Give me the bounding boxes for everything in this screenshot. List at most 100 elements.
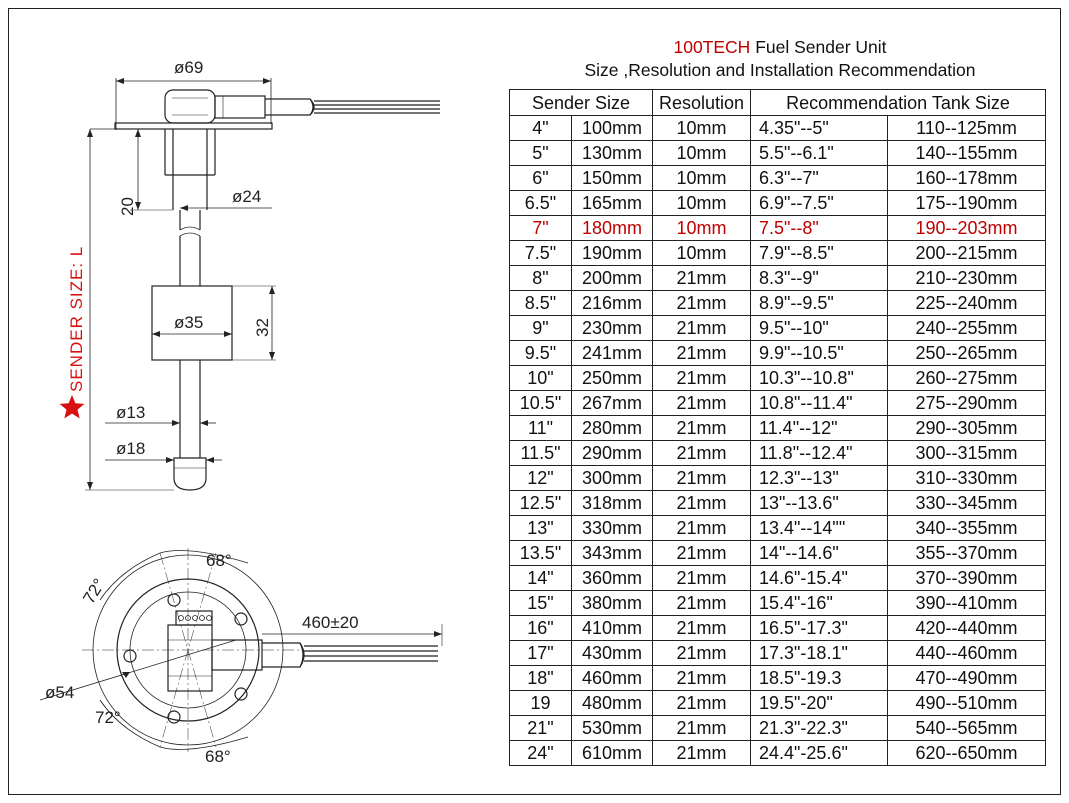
side-view <box>85 78 440 491</box>
cell-size-inch: 7.5" <box>509 240 572 266</box>
cell-tank-mm: 250--265mm <box>887 340 1046 366</box>
cell-tank-mm: 330--345mm <box>887 490 1046 516</box>
angle-left-bottom-label: 72° <box>95 708 121 727</box>
cell-tank-inch: 13.4"--14"" <box>750 515 888 541</box>
dim-end-label: ø18 <box>116 439 145 458</box>
cell-resolution: 21mm <box>652 465 751 491</box>
cell-size-mm: 300mm <box>571 465 653 491</box>
cell-size-mm: 267mm <box>571 390 653 416</box>
cell-size-mm: 343mm <box>571 540 653 566</box>
cell-tank-mm: 490--510mm <box>887 690 1046 716</box>
cell-tank-inch: 8.9"--9.5" <box>750 290 888 316</box>
dim-cable-label: 460±20 <box>302 613 359 632</box>
sender-size-label: SENDER SIZE: L <box>67 246 86 392</box>
cell-resolution: 21mm <box>652 615 751 641</box>
cell-resolution: 10mm <box>652 240 751 266</box>
header-sender-size: Sender Size <box>509 89 653 116</box>
header-recommendation: Recommendation Tank Size <box>750 89 1046 116</box>
cell-size-inch: 13.5" <box>509 540 572 566</box>
cell-tank-inch: 10.3"--10.8" <box>750 365 888 391</box>
cell-size-mm: 460mm <box>571 665 653 691</box>
angle-left-top-label: 72° <box>79 575 109 607</box>
cell-resolution: 21mm <box>652 315 751 341</box>
cell-size-inch: 5" <box>509 140 572 166</box>
cell-tank-inch: 11.4"--12" <box>750 415 888 441</box>
cell-tank-inch: 14"--14.6" <box>750 540 888 566</box>
angle-top-label: 68° <box>206 551 232 570</box>
cell-size-inch: 9.5" <box>509 340 572 366</box>
cell-size-mm: 190mm <box>571 240 653 266</box>
cell-size-mm: 280mm <box>571 415 653 441</box>
cell-resolution: 10mm <box>652 140 751 166</box>
cell-resolution: 21mm <box>652 390 751 416</box>
cell-tank-inch: 6.3"--7" <box>750 165 888 191</box>
cell-size-inch: 4" <box>509 115 572 141</box>
cell-size-inch: 13" <box>509 515 572 541</box>
cell-size-inch: 8.5" <box>509 290 572 316</box>
dim-float-label: ø35 <box>174 313 203 332</box>
cell-tank-inch: 7.5"--8" <box>750 215 888 241</box>
cell-tank-inch: 7.9"--8.5" <box>750 240 888 266</box>
cell-size-mm: 330mm <box>571 515 653 541</box>
cell-tank-mm: 290--305mm <box>887 415 1046 441</box>
cell-size-inch: 11.5" <box>509 440 572 466</box>
cell-tank-inch: 5.5"--6.1" <box>750 140 888 166</box>
dim-head-height-label: 20 <box>118 197 137 216</box>
cell-size-mm: 250mm <box>571 365 653 391</box>
cell-tank-mm: 310--330mm <box>887 465 1046 491</box>
cell-resolution: 21mm <box>652 265 751 291</box>
dim-tube-label: ø24 <box>232 187 261 206</box>
cell-resolution: 21mm <box>652 715 751 741</box>
dim-bolt-circle-label: ø54 <box>45 683 74 702</box>
cell-tank-inch: 10.8"--11.4" <box>750 390 888 416</box>
cell-tank-mm: 275--290mm <box>887 390 1046 416</box>
cell-size-inch: 18" <box>509 665 572 691</box>
cell-size-inch: 6" <box>509 165 572 191</box>
cell-tank-mm: 200--215mm <box>887 240 1046 266</box>
cell-size-mm: 380mm <box>571 590 653 616</box>
cell-size-inch: 12" <box>509 465 572 491</box>
cell-tank-inch: 9.9"--10.5" <box>750 340 888 366</box>
cell-size-mm: 480mm <box>571 690 653 716</box>
cell-size-mm: 610mm <box>571 740 653 766</box>
top-view <box>39 548 443 752</box>
spec-table: Sender Size Resolution Recommendation Ta… <box>509 89 1046 766</box>
cell-tank-mm: 190--203mm <box>887 215 1046 241</box>
cell-size-mm: 430mm <box>571 640 653 666</box>
cell-resolution: 21mm <box>652 515 751 541</box>
cell-size-mm: 200mm <box>571 265 653 291</box>
cell-size-inch: 11" <box>509 415 572 441</box>
cell-resolution: 21mm <box>652 365 751 391</box>
cell-tank-inch: 6.9"--7.5" <box>750 190 888 216</box>
cell-tank-mm: 175--190mm <box>887 190 1046 216</box>
cell-tank-mm: 390--410mm <box>887 590 1046 616</box>
cell-size-inch: 10.5" <box>509 390 572 416</box>
cell-size-inch: 16" <box>509 615 572 641</box>
cell-resolution: 10mm <box>652 115 751 141</box>
dim-rod-label: ø13 <box>116 403 145 422</box>
dim-float-height-label: 32 <box>253 318 272 337</box>
cell-resolution: 21mm <box>652 565 751 591</box>
cell-tank-mm: 420--440mm <box>887 615 1046 641</box>
page-title: 100TECH Fuel Sender Unit <box>520 36 1040 58</box>
cell-size-mm: 180mm <box>571 215 653 241</box>
angle-bottom-label: 68° <box>205 747 231 766</box>
table-header-row: Sender Size Resolution Recommendation Ta… <box>509 89 1046 116</box>
cell-size-inch: 17" <box>509 640 572 666</box>
cell-tank-mm: 160--178mm <box>887 165 1046 191</box>
cell-resolution: 21mm <box>652 415 751 441</box>
